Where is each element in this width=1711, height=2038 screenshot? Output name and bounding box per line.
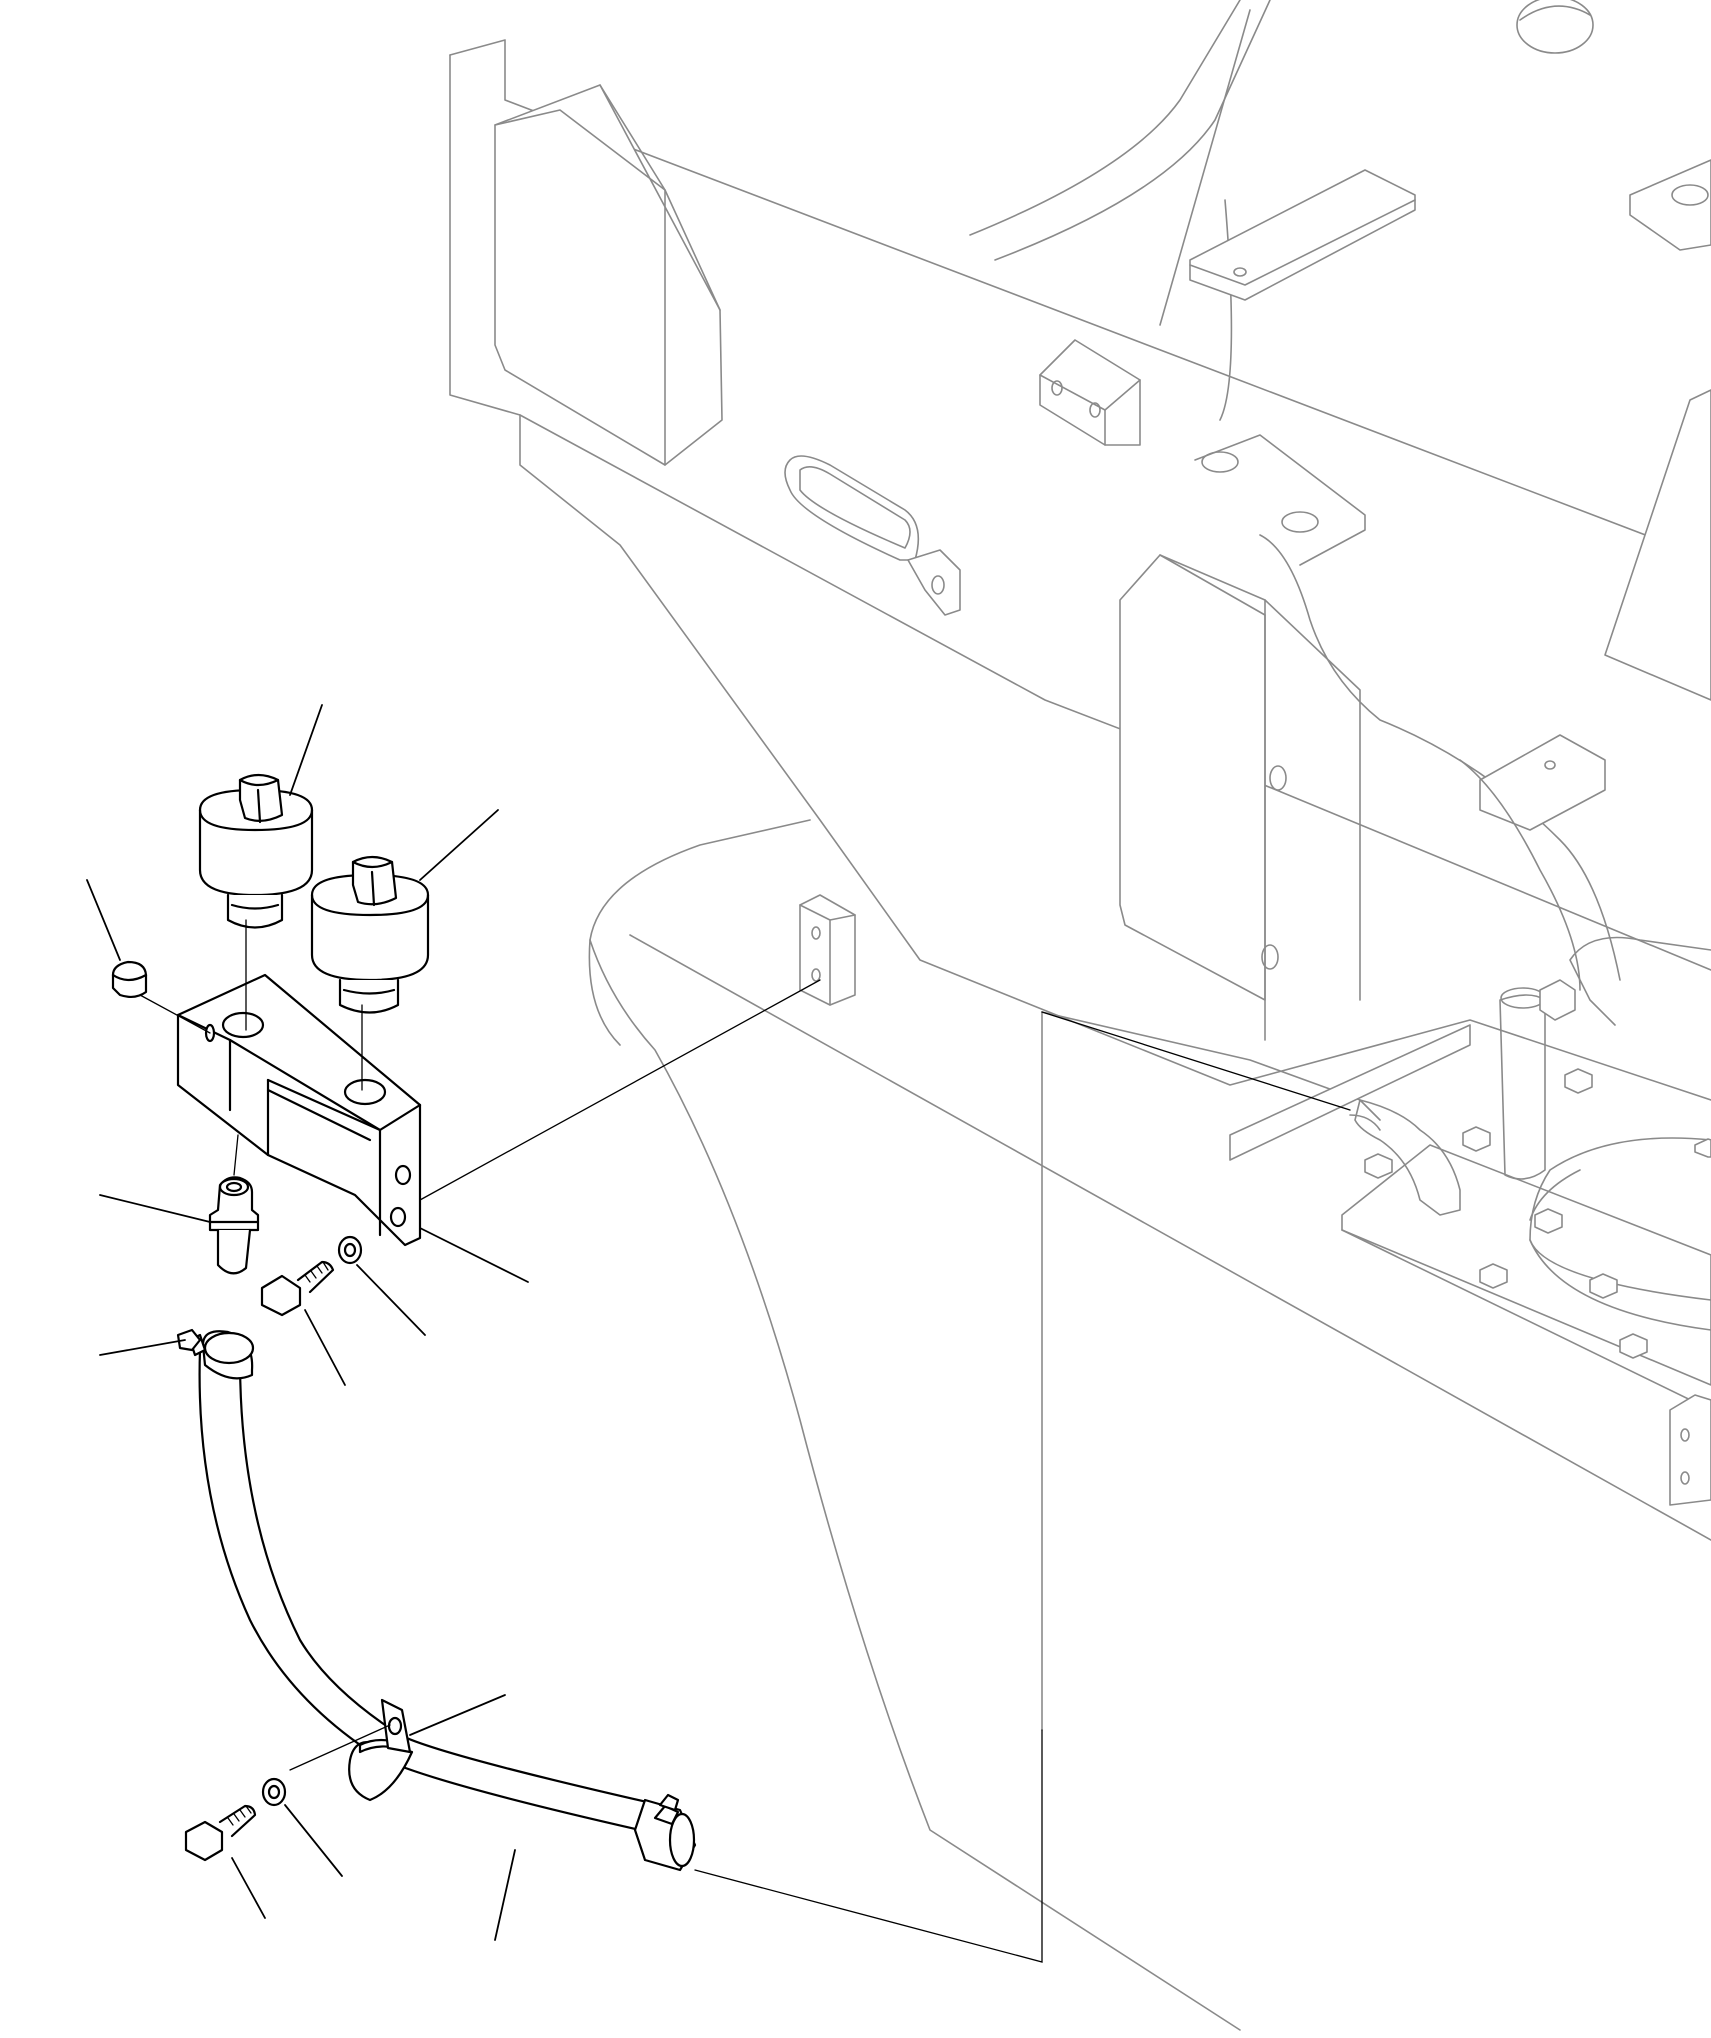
machine-frame [449, 0, 1711, 2031]
pressure-switch-2 [310, 855, 430, 1014]
mounting-bracket [176, 973, 422, 1247]
bolt-2 [184, 1804, 257, 1862]
assembly-lines [139, 919, 1351, 1963]
adapter-fitting [208, 1176, 260, 1275]
pressure-switch-1 [198, 773, 314, 929]
hose-assembly [176, 1328, 697, 1872]
plug [111, 960, 148, 999]
washer-1 [337, 1235, 363, 1265]
bolt-1 [260, 1260, 335, 1317]
tank-bolts [1364, 1068, 1711, 1359]
exploded-parts [86, 704, 1351, 1963]
leader-lines [86, 704, 529, 1941]
washer-2 [261, 1777, 287, 1807]
